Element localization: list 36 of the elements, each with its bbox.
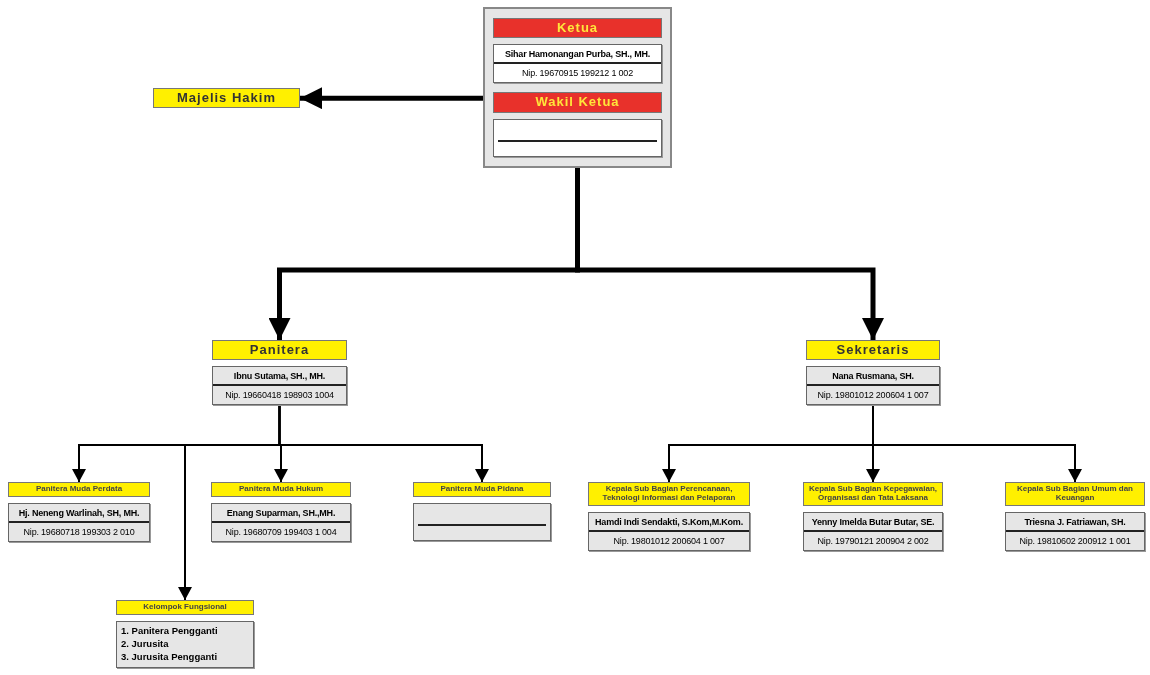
nip-text: Nip. 19670915 199212 1 002 bbox=[521, 67, 634, 81]
arrow bbox=[178, 404, 281, 601]
nip-text: Nip. 19680709 199403 1 004 bbox=[224, 525, 338, 539]
arrow bbox=[872, 404, 1082, 483]
title-bar: Ketua bbox=[493, 18, 662, 39]
nip-text: Nip. 19680718 199303 2 010 bbox=[22, 525, 136, 539]
list-item: 1. Panitera Pengganti bbox=[120, 624, 219, 638]
title-bar: Sekretaris bbox=[806, 340, 940, 361]
title-bar: Kepala Sub Bagian Umum dan Keuangan bbox=[1005, 482, 1145, 506]
name-text: Hj. Neneng Warlinah, SH, MH. bbox=[9, 503, 149, 523]
title-bar: Majelis Hakim bbox=[153, 88, 300, 109]
name-text: Ibnu Sutama, SH., MH. bbox=[213, 367, 346, 387]
title-bar: Kepala Sub Bagian Perencanaan, Teknologi Informasi dan Pelaporan bbox=[588, 482, 750, 506]
name-text: Enang Suparman, SH.,MH. bbox=[212, 503, 350, 523]
list-item: 2. Jurusita bbox=[120, 637, 170, 651]
list-item: 3. Jurusita Pengganti bbox=[120, 650, 219, 664]
title-bar: Panitera Muda Pidana bbox=[413, 482, 551, 497]
nip-text: Nip. 19790121 200904 2 002 bbox=[816, 534, 930, 548]
title-bar: Kelompok Fungsional bbox=[116, 600, 254, 615]
nip-text: Nip. 19801012 200604 1 007 bbox=[816, 389, 930, 403]
arrow bbox=[300, 87, 483, 110]
name-text: Yenny Imelda Butar Butar, SE. bbox=[804, 512, 942, 532]
title-bar: Wakil Ketua bbox=[493, 92, 662, 113]
nip-text: Nip. 19801012 200604 1 007 bbox=[612, 534, 726, 548]
title-bar: Panitera Muda Perdata bbox=[8, 482, 150, 497]
title-bar: Kepala Sub Bagian Kepegawaian, Organisasi dan Tata Laksana bbox=[803, 482, 943, 506]
name-text: Hamdi Indi Sendakti, S.Kom,M.Kom. bbox=[589, 512, 749, 532]
arrow bbox=[575, 167, 884, 340]
name-text: Sihar Hamonangan Purba, SH., MH. bbox=[494, 45, 661, 65]
nip-text: Nip. 19810602 200912 1 001 bbox=[1018, 534, 1132, 548]
title-bar: Panitera bbox=[212, 340, 347, 361]
title-bar: Panitera Muda Hukum bbox=[211, 482, 351, 497]
name-text: Nana Rusmana, SH. bbox=[807, 367, 939, 387]
panel-background bbox=[483, 7, 672, 168]
nip-text: Nip. 19660418 198903 1004 bbox=[224, 389, 335, 403]
name-text: Triesna J. Fatriawan, SH. bbox=[1006, 512, 1144, 532]
